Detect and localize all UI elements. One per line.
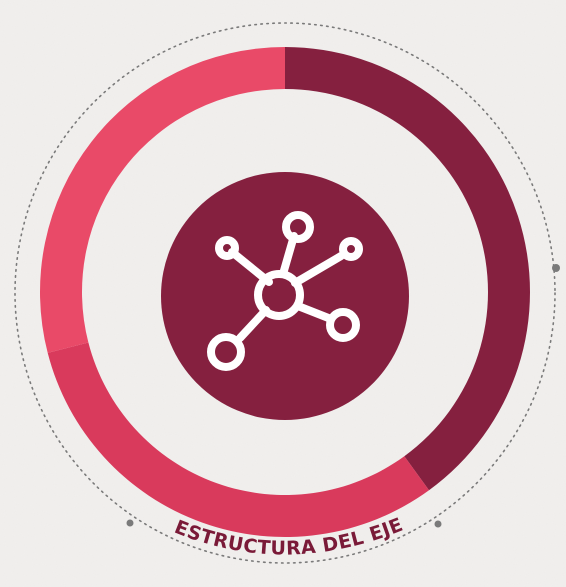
orbit-dot-bottom-left (126, 519, 134, 527)
orbit-dot-right (552, 264, 560, 272)
medium-segment (47, 342, 430, 537)
center-circle (161, 172, 409, 420)
donut-ring (40, 47, 530, 537)
light-segment (40, 47, 286, 353)
dotted-orbit (14, 22, 556, 564)
dark-segment (285, 47, 530, 491)
network-nodes-icon (207, 211, 363, 371)
orbit-dot-bottom-right (434, 520, 442, 528)
